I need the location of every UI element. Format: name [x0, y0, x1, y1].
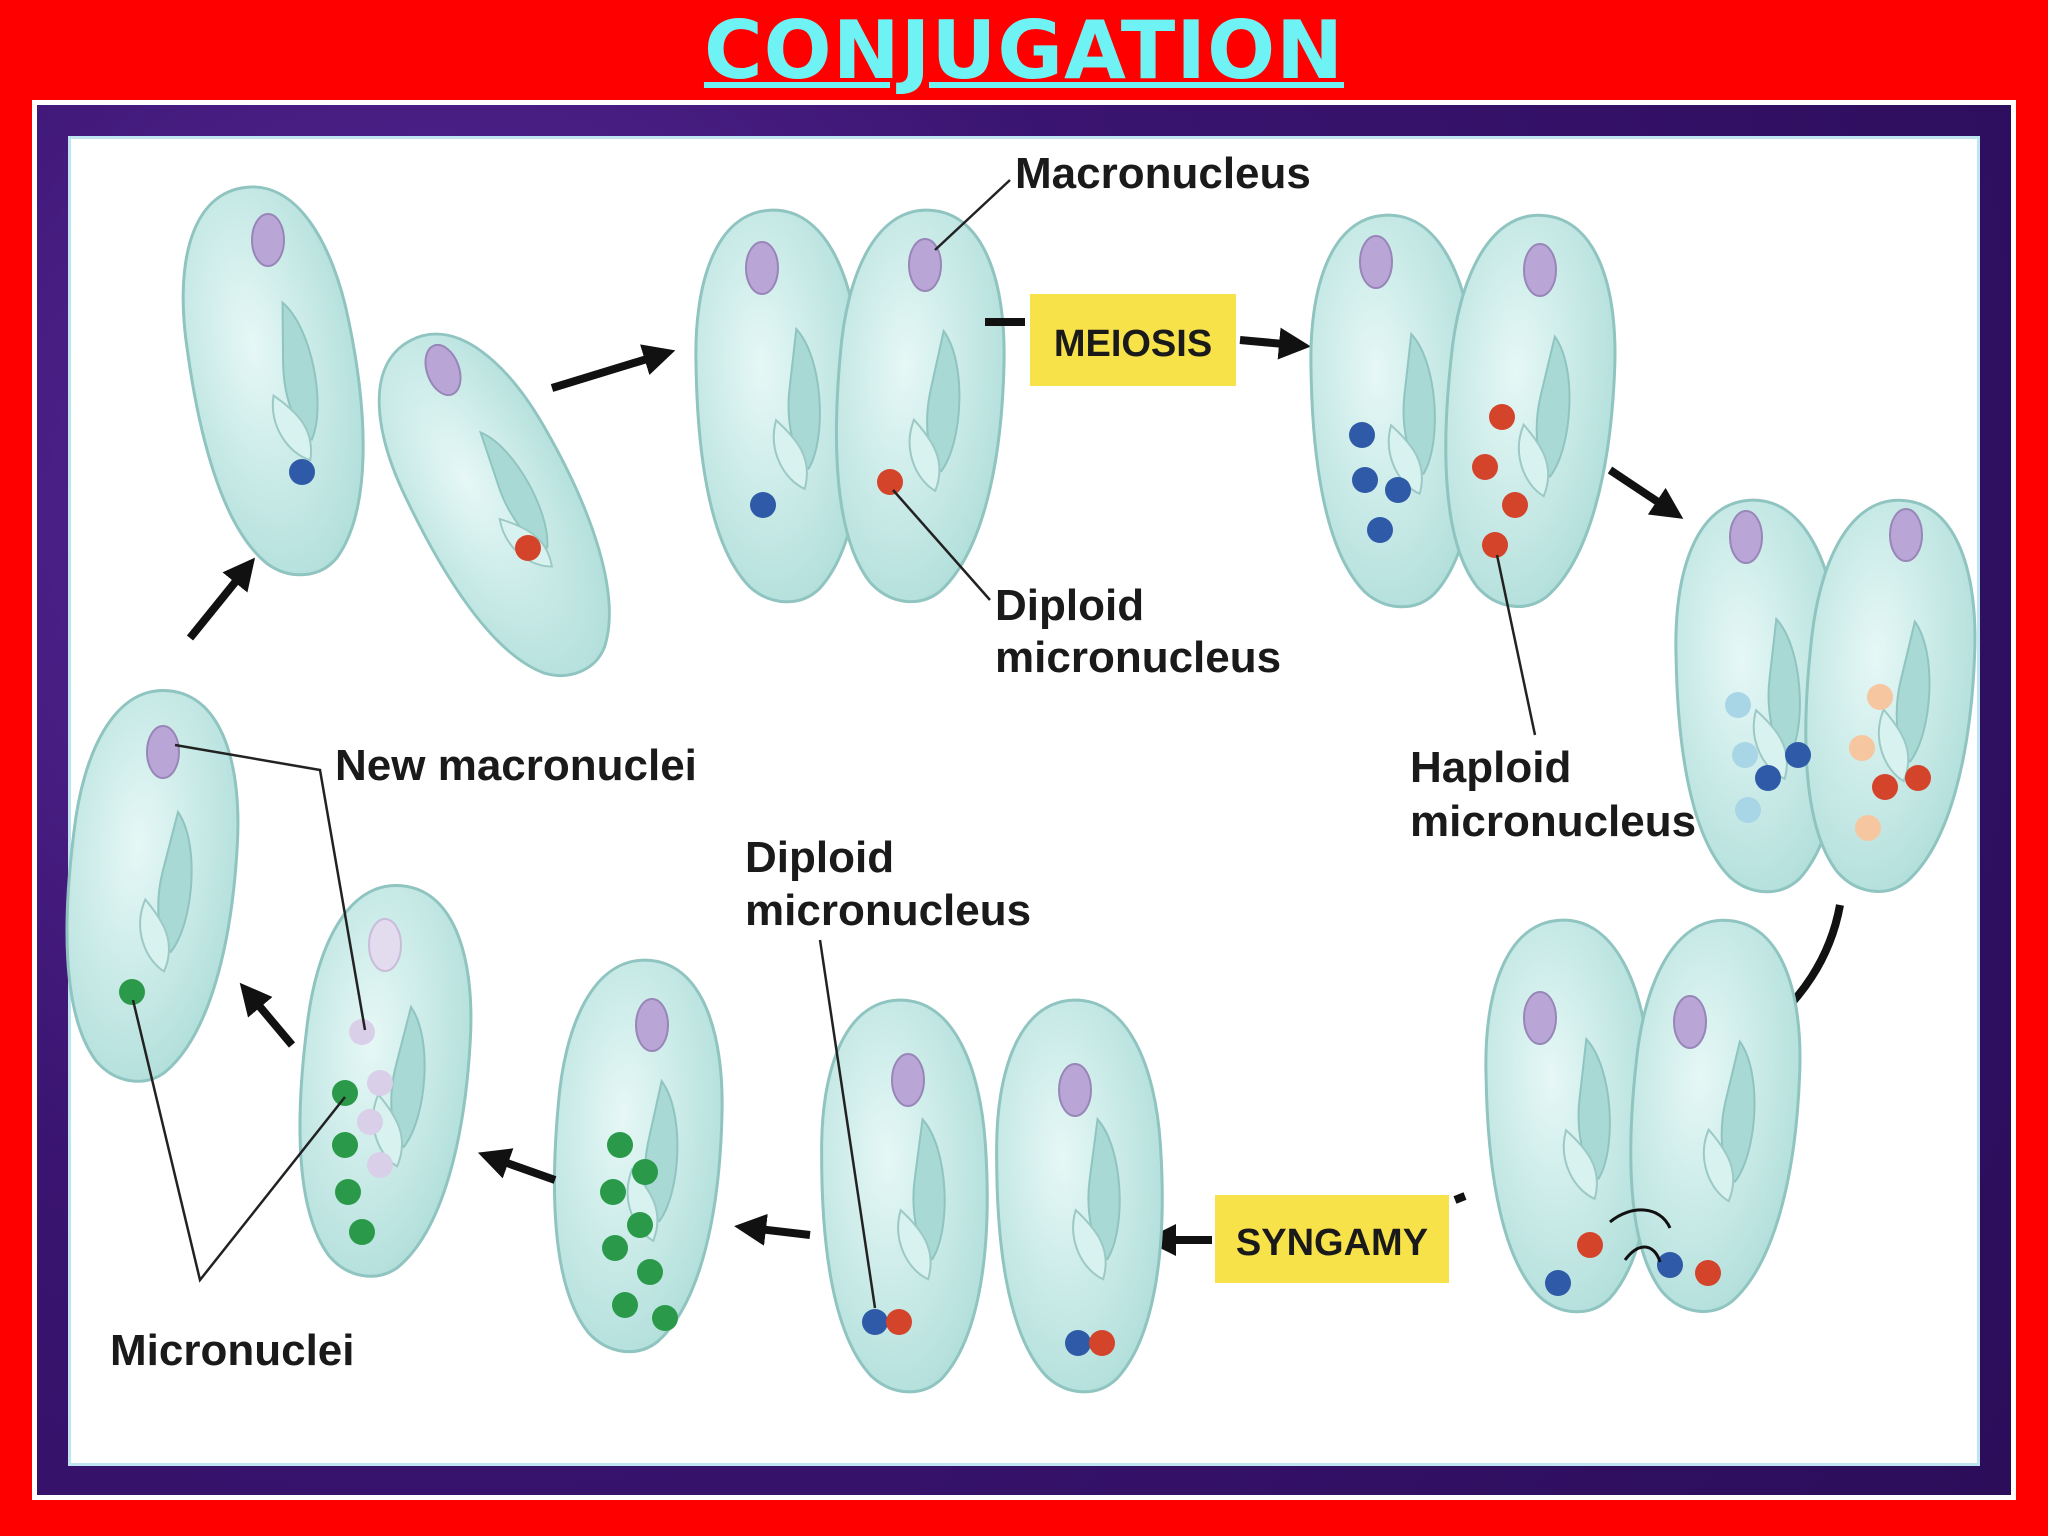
- label-diploid-bottom-1: Diploid: [745, 833, 894, 882]
- label-haploid-1: Haploid: [1410, 743, 1571, 792]
- syngamy-box: [1215, 1195, 1449, 1283]
- haploid-leader: [1495, 554, 1537, 736]
- micronucleus-blue: [289, 459, 315, 485]
- arrow-1: [550, 344, 676, 392]
- stage-7-cell: [543, 954, 732, 1358]
- stage-5-cells: [1475, 913, 1812, 1319]
- label-diploid-top-1: Diploid: [995, 581, 1144, 630]
- label-new-macronuclei: New macronuclei: [335, 741, 697, 790]
- micronuclei-leader: [131, 999, 346, 1283]
- label-haploid-2: micronucleus: [1410, 797, 1696, 846]
- stage-3-cells: [1300, 208, 1627, 614]
- label-diploid-top-2: micronucleus: [995, 633, 1281, 682]
- label-micronuclei: Micronuclei: [110, 1326, 355, 1375]
- stage-1-cells: [159, 172, 656, 708]
- label-syngamy: SYNGAMY: [1236, 1222, 1428, 1264]
- page-title: CONJUGATION: [703, 4, 1345, 97]
- arrow-3: [1607, 466, 1684, 519]
- stage-2-cells: [685, 204, 1014, 608]
- arrow-8: [239, 982, 296, 1048]
- micronucleus-red: [515, 535, 541, 561]
- stage-8-cell: [283, 877, 486, 1285]
- diploid-top-leader: [892, 489, 991, 601]
- label-meiosis: MEIOSIS: [1054, 323, 1212, 365]
- label-macronucleus: Macronucleus: [1015, 149, 1311, 198]
- new-macronuclei-leader: [174, 743, 367, 1031]
- stage-9-cell: [50, 682, 253, 1090]
- meiosis-box: [1030, 294, 1236, 386]
- label-diploid-bottom-2: micronucleus: [745, 886, 1031, 935]
- stage-4-cells: [1665, 493, 1987, 899]
- macronucleus-leader: [934, 179, 1011, 251]
- arrow-9: [186, 557, 256, 641]
- macronucleus-shape: [251, 213, 285, 267]
- arrow-meiosis: [1239, 327, 1311, 360]
- arrow-6: [734, 1213, 811, 1246]
- arrow-7: [477, 1148, 557, 1184]
- diploid-bottom-leader: [818, 939, 877, 1309]
- stage-6-cells: [814, 995, 1171, 1397]
